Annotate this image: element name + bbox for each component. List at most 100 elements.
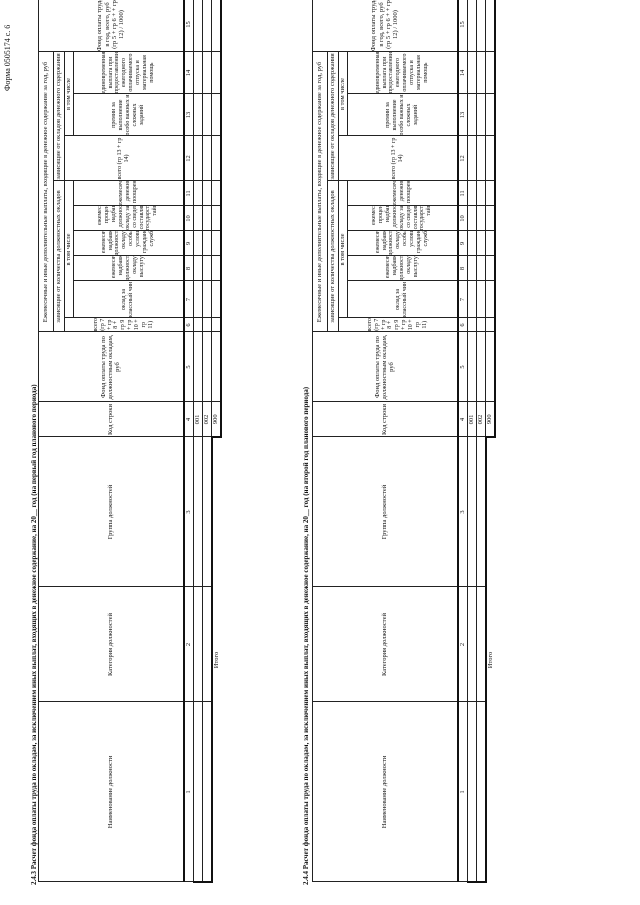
- cell[interactable]: [202, 318, 212, 332]
- cell[interactable]: [476, 332, 486, 402]
- cell[interactable]: [476, 587, 486, 702]
- cell[interactable]: [211, 94, 221, 136]
- cell[interactable]: [202, 437, 212, 587]
- row-code: 001: [193, 402, 202, 437]
- hdr-col2: Категория должностей: [312, 587, 458, 702]
- cell[interactable]: [193, 136, 202, 181]
- cell[interactable]: [202, 231, 212, 256]
- cell[interactable]: [211, 318, 221, 332]
- cell[interactable]: [193, 256, 202, 281]
- cell[interactable]: [211, 256, 221, 281]
- cell[interactable]: [202, 256, 212, 281]
- cell[interactable]: [485, 256, 495, 281]
- cell[interactable]: [211, 0, 221, 52]
- cell[interactable]: [467, 256, 476, 281]
- hdr-in-that-a: в том числе: [338, 181, 348, 318]
- hdr-col11: ежемесячное денежное поощрение: [347, 181, 458, 206]
- cell[interactable]: [193, 0, 202, 52]
- cell[interactable]: [202, 181, 212, 206]
- cell[interactable]: [211, 281, 221, 318]
- cell[interactable]: [467, 51, 476, 94]
- cell[interactable]: [202, 587, 212, 702]
- cell[interactable]: [211, 181, 221, 206]
- cell[interactable]: [485, 94, 495, 136]
- cell[interactable]: [467, 281, 476, 318]
- cell[interactable]: [193, 206, 202, 231]
- cell[interactable]: [202, 332, 212, 402]
- hdr-group-b: зависящие от окладов денежного содержани…: [327, 51, 339, 181]
- cell[interactable]: [476, 256, 486, 281]
- cell[interactable]: [193, 231, 202, 256]
- hdr-group-a: зависящие от количества должностных окла…: [327, 181, 339, 332]
- col-num: 4: [457, 402, 467, 437]
- hdr-group-top: Ежемесячные и иные дополнительные выплат…: [38, 51, 54, 332]
- hdr-col7: оклад за классный чин: [347, 281, 458, 318]
- cell[interactable]: [467, 318, 476, 332]
- cell[interactable]: [467, 0, 476, 52]
- cell[interactable]: [485, 231, 495, 256]
- cell[interactable]: [467, 437, 476, 587]
- cell[interactable]: [193, 181, 202, 206]
- cell[interactable]: [211, 136, 221, 181]
- cell[interactable]: [476, 206, 486, 231]
- cell[interactable]: [193, 332, 202, 402]
- cell[interactable]: [211, 231, 221, 256]
- cell[interactable]: [193, 702, 202, 882]
- cell[interactable]: [476, 94, 486, 136]
- cell[interactable]: [193, 51, 202, 94]
- cell[interactable]: [467, 181, 476, 206]
- cell[interactable]: [193, 318, 202, 332]
- cell[interactable]: [467, 94, 476, 136]
- hdr-col4: Код строки: [38, 402, 184, 437]
- cell[interactable]: [476, 51, 486, 94]
- cell[interactable]: [202, 702, 212, 882]
- hdr-col2: Категория должностей: [38, 587, 184, 702]
- cell[interactable]: [476, 181, 486, 206]
- cell[interactable]: [467, 587, 476, 702]
- cell[interactable]: [211, 332, 221, 402]
- cell[interactable]: [202, 206, 212, 231]
- form-code: Форма 0505174 с. 6: [3, 24, 12, 91]
- cell[interactable]: [476, 318, 486, 332]
- cell[interactable]: [202, 281, 212, 318]
- cell[interactable]: [476, 136, 486, 181]
- cell[interactable]: [467, 136, 476, 181]
- cell[interactable]: [485, 206, 495, 231]
- col-num: 3: [183, 437, 193, 587]
- cell[interactable]: [211, 206, 221, 231]
- cell[interactable]: [202, 94, 212, 136]
- col-num: 8: [457, 256, 467, 281]
- cell[interactable]: [193, 281, 202, 318]
- col-num: 13: [457, 94, 467, 136]
- cell[interactable]: [467, 332, 476, 402]
- cell[interactable]: [476, 281, 486, 318]
- cell[interactable]: [485, 332, 495, 402]
- cell[interactable]: [485, 0, 495, 52]
- hdr-col8: ежемесячная надбавка к должностному окла…: [73, 256, 184, 281]
- cell[interactable]: [202, 51, 212, 94]
- hdr-col9: ежемесячная надбавка к должностному окла…: [73, 231, 184, 256]
- cell[interactable]: [467, 206, 476, 231]
- cell[interactable]: [467, 702, 476, 882]
- cell[interactable]: [485, 281, 495, 318]
- hdr-col1: Наименование должности: [38, 702, 184, 882]
- cell[interactable]: [485, 318, 495, 332]
- cell[interactable]: [211, 51, 221, 94]
- cell[interactable]: [193, 437, 202, 587]
- cell[interactable]: [476, 437, 486, 587]
- cell[interactable]: [476, 702, 486, 882]
- hdr-col10: ежемесячная процентная надбавка к должно…: [347, 206, 458, 231]
- cell[interactable]: [193, 587, 202, 702]
- cell[interactable]: [202, 136, 212, 181]
- cell[interactable]: [476, 0, 486, 52]
- cell[interactable]: [202, 0, 212, 52]
- cell[interactable]: [467, 231, 476, 256]
- row-code: 002: [476, 402, 486, 437]
- cell[interactable]: [485, 136, 495, 181]
- cell[interactable]: [485, 51, 495, 94]
- cell[interactable]: [476, 231, 486, 256]
- cell[interactable]: [485, 181, 495, 206]
- hdr-col11: ежемесячное денежное поощрение: [73, 181, 184, 206]
- cell[interactable]: [193, 94, 202, 136]
